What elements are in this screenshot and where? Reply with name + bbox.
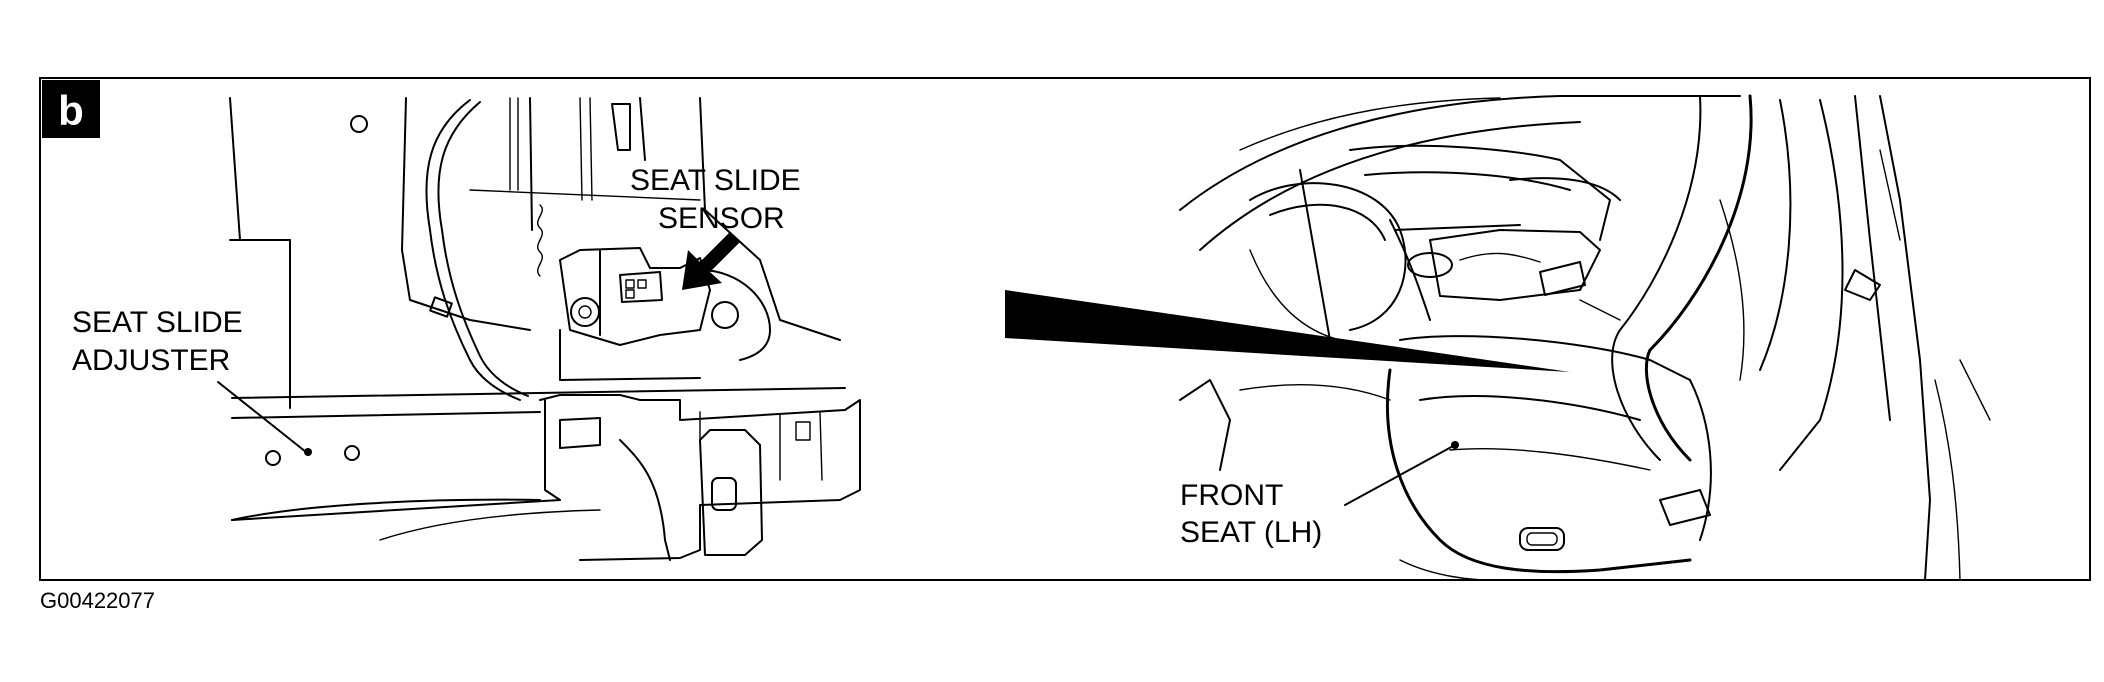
front-seat-label-line1: FRONT — [1180, 479, 1283, 512]
vehicle-interior-drawing — [1179, 94, 1991, 582]
front-seat-label-line2: SEAT (LH) — [1180, 516, 1322, 549]
panel-badge — [42, 80, 100, 138]
seat-slide-adjuster-label-line2: ADJUSTER — [72, 344, 230, 377]
front-seat-leader-line — [1344, 444, 1456, 506]
sensor-pointer-arrow — [682, 232, 740, 290]
figure-id: G00422077 — [40, 588, 155, 613]
seat-slide-adjuster-label-line1: SEAT SLIDE — [72, 306, 243, 339]
seat-slide-sensor-label-line1: SEAT SLIDE — [630, 164, 801, 197]
seat-slide-adjuster-drawing — [229, 97, 861, 561]
panel-badge-letter: b — [58, 87, 84, 134]
seat-slide-sensor-label-line2: SENSOR — [658, 202, 785, 235]
adjuster-leader-line — [217, 381, 307, 453]
detail-callout-wedge — [1005, 290, 1570, 372]
panel-frame — [39, 77, 2091, 581]
